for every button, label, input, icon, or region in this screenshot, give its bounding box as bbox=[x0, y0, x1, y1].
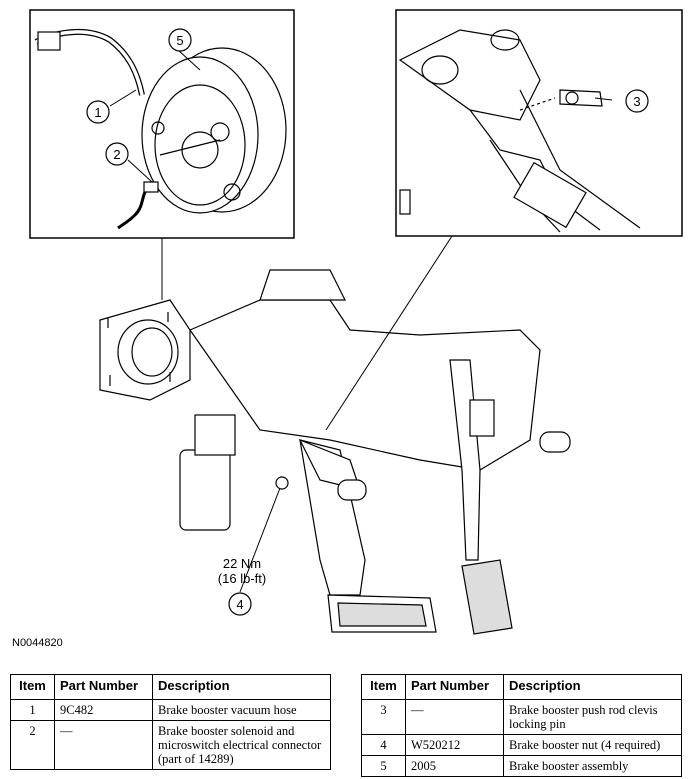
pushrod-detail-inset bbox=[395, 9, 683, 237]
booster-detail-inset bbox=[29, 9, 295, 239]
cell-part-number: — bbox=[54, 720, 153, 770]
table-row: 5 2005 Brake booster assembly bbox=[361, 755, 682, 777]
callout-2: 2 bbox=[105, 142, 129, 166]
figure-id: N0044820 bbox=[12, 637, 63, 649]
table-row: 2 — Brake booster solenoid and microswit… bbox=[10, 720, 331, 770]
header-part-number: Part Number bbox=[54, 674, 153, 700]
cell-part-number: 2005 bbox=[405, 755, 504, 777]
cell-part-number: 9C482 bbox=[54, 699, 153, 721]
header-item: Item bbox=[10, 674, 55, 700]
torque-lbft: (16 lb-ft) bbox=[218, 571, 266, 586]
cell-item: 1 bbox=[10, 699, 55, 721]
callout-4: 4 bbox=[228, 592, 252, 616]
cell-item: 3 bbox=[361, 699, 406, 735]
header-description: Description bbox=[152, 674, 331, 700]
cell-description: Brake booster vacuum hose bbox=[152, 699, 331, 721]
parts-table-left: Item Part Number Description 1 9C482 Bra… bbox=[10, 674, 331, 770]
table-row: 3 — Brake booster push rod clevis lockin… bbox=[361, 699, 682, 735]
table-row: 4 W520212 Brake booster nut (4 required) bbox=[361, 734, 682, 756]
cell-description: Brake booster assembly bbox=[503, 755, 682, 777]
table-header-row: Item Part Number Description bbox=[361, 674, 682, 700]
table-header-row: Item Part Number Description bbox=[10, 674, 331, 700]
header-description: Description bbox=[503, 674, 682, 700]
cell-description: Brake booster solenoid and microswitch e… bbox=[152, 720, 331, 770]
callout-1: 1 bbox=[86, 100, 110, 124]
cell-part-number: W520212 bbox=[405, 734, 504, 756]
cell-item: 5 bbox=[361, 755, 406, 777]
svg-text:3: 3 bbox=[633, 94, 640, 109]
svg-text:5: 5 bbox=[176, 33, 183, 48]
callout-5: 5 bbox=[168, 28, 192, 52]
cell-description: Brake booster nut (4 required) bbox=[503, 734, 682, 756]
cell-part-number: — bbox=[405, 699, 504, 735]
torque-nm: 22 Nm bbox=[223, 556, 261, 571]
cell-item: 4 bbox=[361, 734, 406, 756]
svg-text:1: 1 bbox=[94, 105, 101, 120]
table-row: 1 9C482 Brake booster vacuum hose bbox=[10, 699, 331, 721]
brake-booster-illustration: 1 2 3 4 5 22 Nm (16 lb-ft) N0044820 bbox=[12, 9, 683, 649]
header-item: Item bbox=[361, 674, 406, 700]
svg-text:4: 4 bbox=[236, 597, 243, 612]
cell-item: 2 bbox=[10, 720, 55, 770]
callout-3: 3 bbox=[625, 89, 649, 113]
pedal-assembly bbox=[99, 269, 571, 635]
cell-description: Brake booster push rod clevis locking pi… bbox=[503, 699, 682, 735]
svg-text:2: 2 bbox=[113, 147, 120, 162]
leader-lines bbox=[109, 49, 613, 593]
header-part-number: Part Number bbox=[405, 674, 504, 700]
parts-table-right: Item Part Number Description 3 — Brake b… bbox=[361, 674, 682, 777]
